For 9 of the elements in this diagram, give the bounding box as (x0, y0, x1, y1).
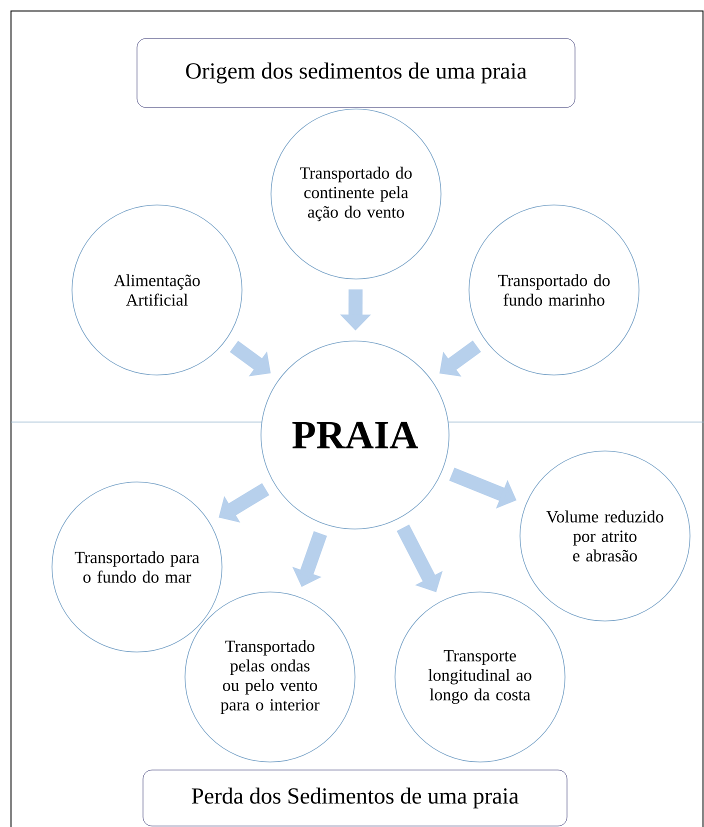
circle-node: Volume reduzido por atrito e abrasão (520, 450, 690, 622)
circle-node: Transportado para o fundo do mar (52, 482, 222, 652)
circle-node: Transportado do fundo marinho (468, 204, 640, 376)
title-box: Perda dos Sedimentos de uma praia (142, 770, 568, 826)
circle-node: Transportado pelas ondas ou pelo vento para o interior (184, 592, 356, 762)
circle-node: Alimentação Artificial (72, 204, 242, 376)
circle-node: Transporte longitudinal ao longo da costa (394, 592, 566, 762)
title-box: Origem dos sedimentos de uma praia (136, 38, 576, 108)
circle-node: Transportado do continente pela ação do vento (270, 108, 442, 280)
